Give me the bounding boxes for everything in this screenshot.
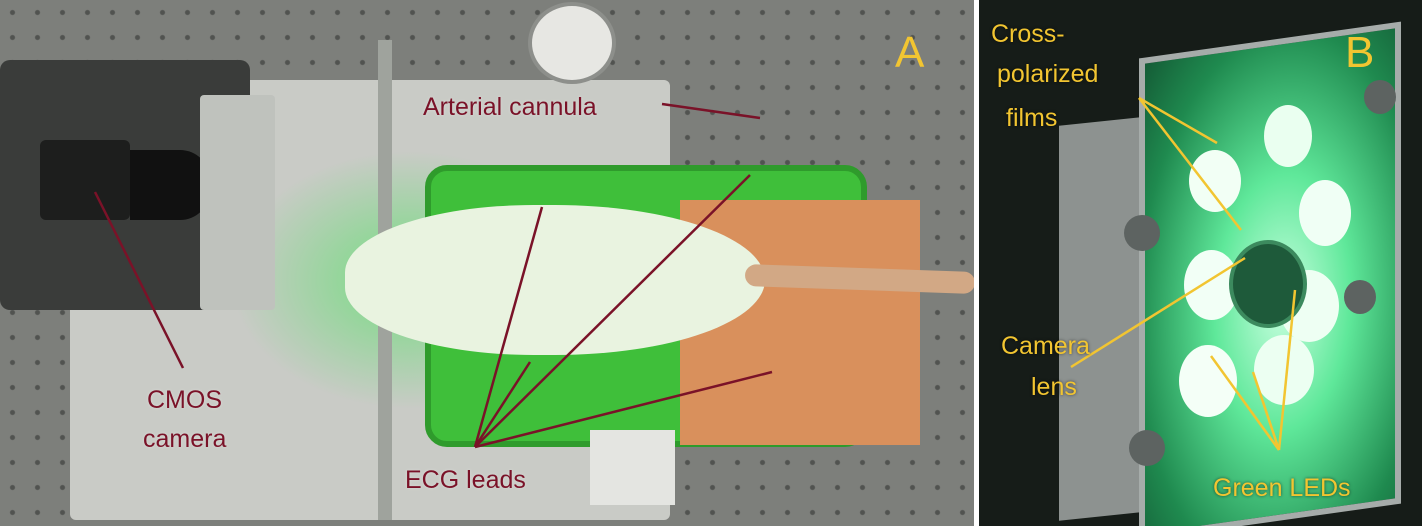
camera-mount-bracket xyxy=(200,95,275,310)
screw xyxy=(1129,430,1165,466)
green-led xyxy=(1189,150,1241,212)
label-green-leds: Green LEDs xyxy=(1213,474,1351,502)
screw xyxy=(1124,215,1160,251)
panel-a-photo: Arterial cannula CMOS camera ECG leads A xyxy=(0,0,974,526)
label-cmos-line1: CMOS xyxy=(147,386,222,414)
label-cmos-line2: camera xyxy=(143,425,227,453)
pressure-gauge xyxy=(528,2,616,84)
pointer-lens xyxy=(1070,256,1246,369)
annotation-lines-b xyxy=(1070,96,1297,451)
pointer-led-2 xyxy=(1251,371,1281,451)
label-ecg-leads: ECG leads xyxy=(405,466,526,494)
camera-lens xyxy=(1229,240,1307,328)
pointer-films-1 xyxy=(1138,97,1242,231)
device-label-plate xyxy=(590,430,675,505)
pointer-ecg-lead-3 xyxy=(474,174,751,448)
label-lens-line1: Camera xyxy=(1001,332,1090,360)
pointer-arterial-cannula xyxy=(661,102,761,120)
green-led xyxy=(1264,105,1312,167)
label-lens-line2: lens xyxy=(1031,373,1077,401)
annotation-lines-a xyxy=(93,102,773,449)
panel-b-photo: Cross- polarized films Camera lens Green… xyxy=(979,0,1422,526)
camera-lens-barrel xyxy=(130,150,210,220)
pointer-ecg-lead-2 xyxy=(473,361,532,448)
pointer-films-2 xyxy=(1138,96,1218,145)
pointer-led-1 xyxy=(1209,355,1281,451)
label-films-line2: polarized xyxy=(997,60,1099,88)
panel-letter-b: B xyxy=(1345,28,1375,77)
screw xyxy=(1344,280,1376,314)
label-films-line1: Cross- xyxy=(991,20,1065,48)
screw xyxy=(1364,80,1396,114)
label-arterial-cannula: Arterial cannula xyxy=(423,93,597,121)
label-films-line3: films xyxy=(1006,104,1058,132)
pointer-ecg-lead-1 xyxy=(473,206,544,448)
green-led xyxy=(1299,180,1351,246)
green-led xyxy=(1179,345,1237,417)
pointer-led-3 xyxy=(1277,289,1297,451)
pointer-cmos-camera xyxy=(93,191,185,369)
pointer-ecg-lead-4 xyxy=(474,370,773,449)
panel-letter-a: A xyxy=(895,28,925,77)
cmos-camera-body xyxy=(40,140,130,220)
